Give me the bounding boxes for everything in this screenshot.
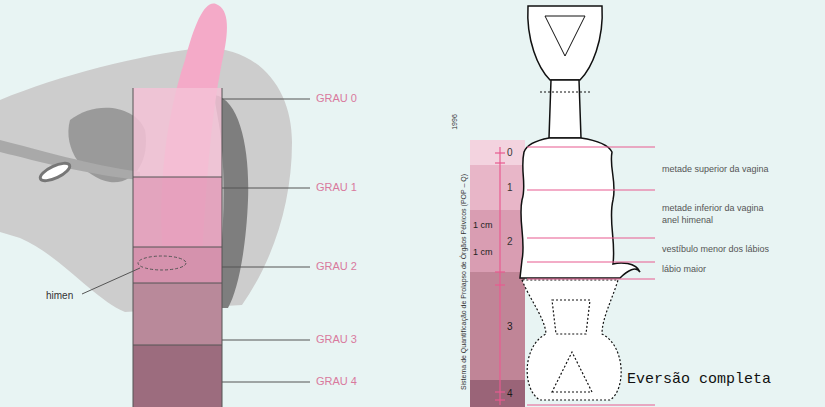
grade-border bbox=[133, 177, 222, 178]
scale-segment: 2 bbox=[470, 210, 525, 272]
level-line bbox=[527, 146, 655, 147]
eversion-label: Eversão completa bbox=[627, 371, 771, 388]
scale-tick bbox=[495, 391, 505, 392]
vagina-outline bbox=[520, 138, 640, 278]
scale-tick bbox=[495, 271, 505, 272]
hymen-ring bbox=[138, 256, 186, 270]
leader-line bbox=[222, 267, 310, 268]
grade-label: GRAU 4 bbox=[316, 375, 357, 388]
everted-cavity bbox=[552, 352, 592, 392]
dimension-label: 1 cm bbox=[473, 247, 493, 257]
grade-number: 3 bbox=[507, 321, 513, 332]
grade-border bbox=[133, 345, 222, 346]
leader-line bbox=[222, 340, 310, 341]
scale-tick bbox=[495, 162, 505, 163]
scale-tick bbox=[495, 399, 505, 400]
scale-axis bbox=[499, 147, 500, 405]
leader-line bbox=[222, 188, 310, 189]
level-line bbox=[527, 404, 655, 405]
system-title: Sistema de Quantificação de Prolapso de … bbox=[460, 174, 468, 390]
scale-bar bbox=[470, 380, 525, 407]
level-line bbox=[527, 189, 655, 190]
scale-bar bbox=[470, 140, 525, 165]
grade-label: GRAU 1 bbox=[316, 181, 357, 194]
grade-band bbox=[133, 345, 222, 407]
level-label: metade superior da vagina bbox=[662, 164, 769, 174]
pubic-bone bbox=[38, 160, 72, 184]
level-label: metade inferior da vagina bbox=[662, 203, 764, 213]
pelvic-floor bbox=[0, 140, 140, 180]
leader-line bbox=[222, 382, 310, 383]
leader-line bbox=[82, 268, 140, 294]
grade-border bbox=[133, 247, 222, 248]
grade-number: 2 bbox=[507, 236, 513, 247]
scale-tick bbox=[495, 284, 505, 285]
scale-bar bbox=[470, 165, 525, 210]
grade-number: 4 bbox=[507, 388, 513, 399]
scale-segment: 1 bbox=[470, 165, 525, 210]
grade-band bbox=[133, 283, 222, 345]
level-line bbox=[527, 278, 655, 279]
grade-label: GRAU 3 bbox=[316, 333, 357, 346]
leader-line bbox=[222, 99, 310, 100]
grade-label: GRAU 2 bbox=[316, 260, 357, 273]
grade-label: GRAU 0 bbox=[316, 92, 357, 105]
part-label: himen bbox=[46, 290, 73, 302]
dimension-label: 1 cm bbox=[473, 220, 493, 230]
pelvis-outline bbox=[0, 48, 292, 312]
grade-band bbox=[133, 177, 222, 247]
grade-border bbox=[133, 88, 134, 407]
year-label: 1996 bbox=[451, 114, 459, 130]
grade-number: 1 bbox=[507, 182, 513, 193]
uterus-outline bbox=[528, 6, 602, 80]
level-label: lábio maior bbox=[662, 264, 706, 274]
level-label: vestíbulo menor dos lábios bbox=[662, 244, 769, 254]
dotted-line bbox=[540, 92, 590, 93]
scale-bar bbox=[470, 272, 525, 380]
level-line bbox=[527, 261, 655, 262]
grade-band bbox=[133, 247, 222, 283]
scale-segment: 4 bbox=[470, 380, 525, 407]
level-label: anel himenal bbox=[662, 215, 713, 225]
scale-segment: 3 bbox=[470, 272, 525, 380]
grade-band bbox=[133, 88, 222, 177]
grade-border bbox=[222, 88, 223, 407]
scale-segment: 0 bbox=[470, 140, 525, 165]
grade-number: 0 bbox=[507, 147, 513, 158]
level-line bbox=[527, 237, 655, 238]
everted-cervix bbox=[552, 300, 590, 334]
uterus-cavity bbox=[545, 16, 585, 56]
everted-organ bbox=[522, 280, 621, 400]
scale-tick bbox=[495, 152, 505, 153]
grade-border bbox=[133, 283, 222, 284]
cervix bbox=[549, 80, 581, 138]
scale-bar bbox=[470, 210, 525, 272]
